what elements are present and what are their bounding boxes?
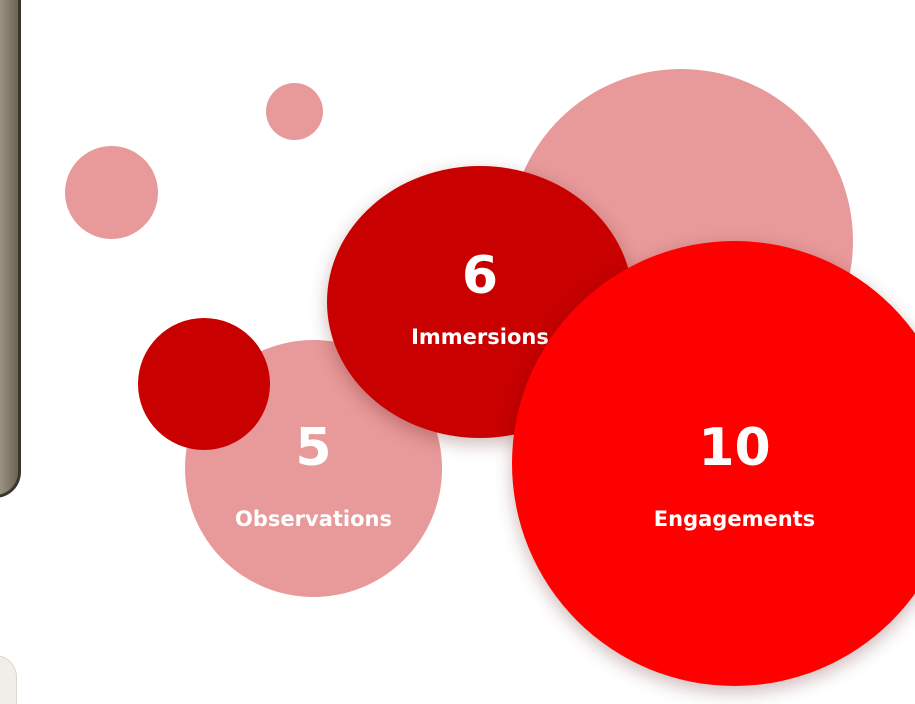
stat-label: Engagements — [653, 507, 816, 531]
decor-bubble-dark — [138, 318, 270, 450]
stat-value: 6 — [461, 246, 499, 306]
bubble-engagements: 10 Engagements — [512, 241, 915, 686]
corner-shape — [0, 655, 17, 704]
stat-value: 10 — [698, 418, 771, 478]
stat-value: 5 — [295, 418, 332, 478]
stat-label: Immersions — [411, 325, 549, 349]
decor-bubble-small — [266, 83, 323, 140]
stat-label: Observations — [235, 507, 392, 531]
photo-edge — [0, 0, 21, 498]
decor-bubble-left — [65, 146, 158, 239]
